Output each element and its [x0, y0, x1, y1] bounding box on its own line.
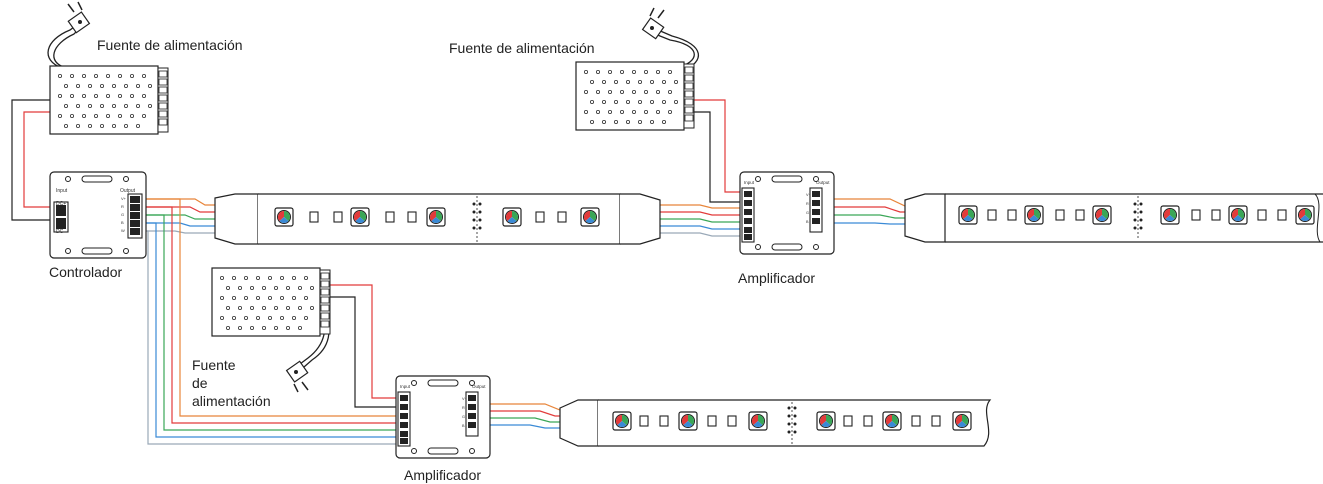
- amp-right-pin-label: R: [806, 202, 809, 206]
- power-supply-label-line: de: [192, 375, 208, 391]
- power-supply-label-line: alimentación: [192, 393, 271, 409]
- resistor-icon: [639, 415, 649, 427]
- led-chip-icon: [502, 207, 522, 227]
- amp-bottom-pin-label: G: [462, 415, 465, 419]
- cut-mark: [472, 196, 482, 242]
- amp-right-input-label: Input: [744, 180, 755, 185]
- amp-right-output-label: Output: [816, 180, 830, 185]
- resistor-icon: [707, 415, 717, 427]
- amp-bottom-input-label: Input: [400, 384, 411, 389]
- plug-icon: [67, 1, 91, 34]
- controller-output-label: Output: [120, 188, 136, 194]
- amplifier-label: Amplificador: [738, 270, 816, 286]
- resistor-icon: [557, 211, 567, 223]
- led-chip-icon: [1228, 205, 1248, 225]
- controller-input-label: Input: [56, 188, 68, 194]
- resistor-icon: [863, 415, 873, 427]
- resistor-icon: [407, 211, 417, 223]
- amp-right-pin-label: G: [806, 211, 809, 215]
- resistor-icon: [1191, 209, 1201, 221]
- led-chip-icon: [274, 207, 294, 227]
- power-supply-label-line: Fuente: [192, 357, 236, 373]
- resistor-icon: [309, 211, 319, 223]
- led-chip-icon: [1295, 205, 1315, 225]
- resistor-icon: [843, 415, 853, 427]
- led-chip-icon: [580, 207, 600, 227]
- controller-pin-label: W: [121, 228, 125, 233]
- controller-dc-minus-label: DC-: [56, 229, 65, 235]
- cut-mark: [1133, 196, 1143, 240]
- led-chip-icon: [1160, 205, 1180, 225]
- resistor-icon: [333, 211, 343, 223]
- wire-amp-right-to-strip2: [830, 198, 915, 225]
- wire-controller-to-strip1: [140, 198, 215, 234]
- power-supply-label: Fuente de alimentación: [97, 37, 243, 53]
- amp-right-pin-label: V+: [806, 193, 812, 197]
- amp-bottom-pin-label: R: [462, 406, 465, 410]
- led-chip-icon: [882, 411, 902, 431]
- resistor-icon: [911, 415, 921, 427]
- resistor-icon: [1075, 209, 1085, 221]
- resistor-icon: [535, 211, 545, 223]
- resistor-icon: [1055, 209, 1065, 221]
- wire-psu2-to-amp-right: [690, 99, 744, 203]
- wire-psu3-to-amp-bottom: [322, 284, 400, 408]
- led-chip-icon: [612, 411, 632, 431]
- controller-pin-label: B: [121, 220, 124, 225]
- resistor-icon: [1257, 209, 1267, 221]
- power-supply-label: Fuente de alimentación: [449, 40, 595, 56]
- controller-box: [49, 171, 147, 259]
- amp-bottom-pin-label: V+: [462, 397, 468, 401]
- led-chip-icon: [952, 411, 972, 431]
- controller-pin-label: R: [121, 204, 124, 209]
- led-strip-3: [559, 399, 992, 447]
- controller-pin-label: V+: [121, 196, 127, 201]
- resistor-icon: [987, 209, 997, 221]
- resistor-icon: [659, 415, 669, 427]
- controller-dc-plus-label: DC+: [56, 201, 66, 207]
- resistor-icon: [385, 211, 395, 223]
- led-chip-icon: [958, 205, 978, 225]
- cut-mark: [787, 402, 797, 444]
- power-supply-top-left: [49, 65, 169, 135]
- resistor-icon: [1007, 209, 1017, 221]
- controller-pin-label: G: [121, 212, 124, 217]
- power-supply-label: Fuente de alimentación: [192, 356, 271, 410]
- led-chip-icon: [1092, 205, 1112, 225]
- power-supply-top-right: [575, 61, 695, 131]
- amplifier-label: Amplificador: [404, 467, 482, 483]
- controller-label: Controlador: [49, 264, 123, 280]
- led-chip-icon: [350, 207, 370, 227]
- power-supply-middle: [211, 267, 331, 337]
- amp-bottom-pin-label: B: [462, 424, 465, 428]
- amp-bottom-output-label: Output: [472, 384, 486, 389]
- led-strip-1: [214, 193, 661, 245]
- led-strip-2: [904, 193, 1323, 243]
- led-chip-icon: [426, 207, 446, 227]
- resistor-icon: [727, 415, 737, 427]
- amp-right-pin-label: B: [806, 220, 809, 224]
- led-chip-icon: [678, 411, 698, 431]
- wire-psu1-to-controller: [11, 99, 56, 221]
- led-chip-icon: [1024, 205, 1044, 225]
- plug-icon: [641, 7, 665, 40]
- wire-strip1-to-amp-right: [655, 204, 744, 237]
- resistor-icon: [1277, 209, 1287, 221]
- resistor-icon: [931, 415, 941, 427]
- resistor-icon: [1211, 209, 1221, 221]
- led-chip-icon: [816, 411, 836, 431]
- led-chip-icon: [748, 411, 768, 431]
